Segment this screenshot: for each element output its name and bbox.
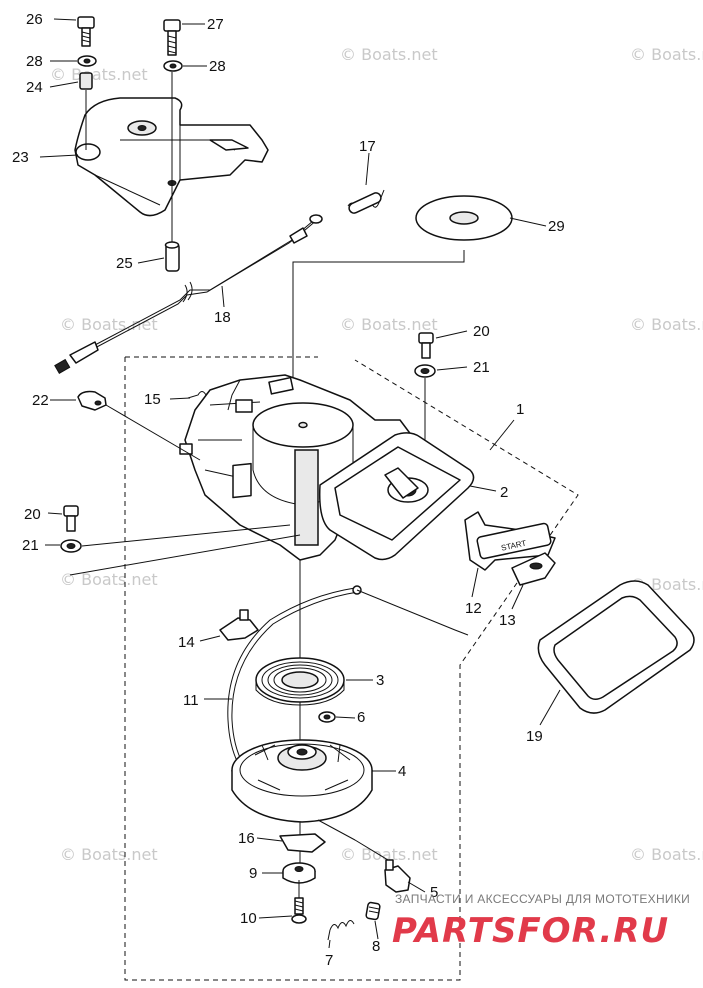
leader-lines — [39, 18, 561, 949]
label-28-right: 28 — [209, 58, 226, 75]
watermark: © Boats.net — [340, 845, 438, 864]
washer-21-right — [414, 364, 436, 378]
label-19: 19 — [526, 728, 543, 745]
label-8: 8 — [372, 938, 380, 955]
label-1: 1 — [516, 401, 524, 418]
watermark: © Boats.net — [340, 45, 438, 64]
label-13: 13 — [499, 612, 516, 629]
gasket-19 — [537, 580, 695, 714]
disk-29 — [415, 195, 513, 241]
bolt-10 — [291, 897, 307, 924]
label-26: 26 — [26, 11, 43, 28]
spring-17 — [347, 189, 385, 214]
footer-tagline: ЗАПЧАСТИ И АКСЕССУАРЫ ДЛЯ МОТОТЕХНИКИ — [395, 892, 690, 906]
label-25: 25 — [116, 255, 133, 272]
pulley-4 — [231, 739, 373, 823]
watermark: © Boats.net — [50, 65, 148, 84]
label-18: 18 — [214, 309, 231, 326]
watermark: © Boats.net — [630, 45, 703, 64]
label-28-left: 28 — [26, 53, 43, 70]
axis-line-20-left — [69, 524, 301, 576]
label-11: 11 — [183, 692, 199, 709]
label-2: 2 — [500, 484, 508, 501]
label-9: 9 — [249, 865, 257, 882]
label-5: 5 — [430, 884, 438, 901]
spring-7 — [327, 920, 355, 941]
footer-logo: PARTSFOR.RU — [392, 911, 669, 951]
friction-plate-16 — [279, 833, 326, 853]
collar-25 — [164, 241, 180, 272]
washer-21-left — [60, 539, 82, 553]
rope-11 — [227, 585, 469, 781]
washer-28-left — [77, 55, 97, 67]
label-7: 7 — [325, 952, 333, 969]
link-22 — [77, 390, 107, 411]
label-20-right: 20 — [473, 323, 490, 340]
label-22: 22 — [32, 392, 49, 409]
label-12: 12 — [465, 600, 482, 617]
footer-branding: ЗАПЧАСТИ И АКСЕССУАРЫ ДЛЯ МОТОТЕХНИКИ PA… — [392, 892, 690, 951]
assembly-boundary — [124, 356, 579, 981]
bolt-27 — [163, 19, 181, 56]
handle-2 — [318, 432, 475, 561]
watermarks: © Boats.net © Boats.net © Boats.net © Bo… — [50, 45, 703, 864]
insert-13 — [511, 552, 556, 586]
label-23: 23 — [12, 149, 29, 166]
label-24: 24 — [26, 79, 43, 96]
ratchet-5 — [384, 859, 411, 893]
collar-24 — [79, 72, 93, 90]
label-21-left: 21 — [22, 537, 39, 554]
part-labels: 26 27 28 28 24 23 25 17 18 29 20 21 1 2 … — [12, 11, 565, 969]
label-14: 14 — [178, 634, 195, 651]
watermark: © Boats.net — [60, 845, 158, 864]
bolt-20-left — [63, 505, 79, 532]
watermark: © Boats.net — [60, 315, 158, 334]
housing-1 — [179, 374, 421, 561]
label-4: 4 — [398, 763, 406, 780]
cable-18 — [54, 214, 323, 375]
watermark: © Boats.net — [630, 845, 703, 864]
pawl-14 — [219, 609, 259, 641]
clip-6 — [318, 711, 336, 723]
label-27: 27 — [207, 16, 224, 33]
handle-grip-12: START — [464, 511, 556, 571]
axis-line-5 — [317, 819, 389, 861]
label-29: 29 — [548, 218, 565, 235]
bolt-26 — [77, 16, 95, 47]
label-6: 6 — [357, 709, 365, 726]
axis-line-29 — [292, 250, 465, 425]
label-20-left: 20 — [24, 506, 41, 523]
washer-28-right — [163, 60, 183, 72]
axis-line-23 — [85, 72, 173, 255]
label-3: 3 — [376, 672, 384, 689]
label-21-right: 21 — [473, 359, 490, 376]
watermark: © Boats.net — [630, 315, 703, 334]
watermark: © Boats.net — [340, 315, 438, 334]
label-17: 17 — [359, 138, 376, 155]
recoil-spring-3 — [255, 657, 345, 706]
bolt-20-right — [418, 332, 434, 359]
label-16: 16 — [238, 830, 255, 847]
watermark: © Boats.net — [60, 570, 158, 589]
pin-8 — [365, 901, 381, 921]
label-15: 15 — [144, 391, 161, 408]
label-10: 10 — [240, 910, 257, 927]
